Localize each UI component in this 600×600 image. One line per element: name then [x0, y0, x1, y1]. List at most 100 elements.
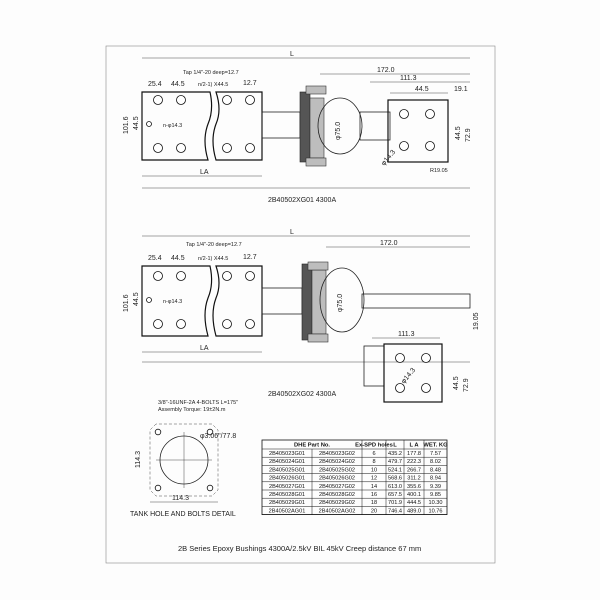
top-dim-44-5-left: 44.5: [171, 81, 185, 88]
table-cell: 2B405025G02: [319, 467, 355, 473]
table-cell: 613.0: [388, 484, 402, 490]
table-cell: 10: [371, 467, 377, 473]
table-cell: 2B405027G02: [319, 484, 355, 490]
table-cell: 311.2: [407, 476, 421, 482]
table-cell: 8.02: [430, 459, 441, 465]
table-cell: 479.7: [388, 459, 402, 465]
table-cell: 10.30: [429, 500, 443, 506]
mid-dim-19-05: 19.05: [473, 312, 480, 330]
table-cell: 2B405026G01: [269, 476, 305, 482]
table-cell: 222.3: [407, 459, 421, 465]
table-cell: 657.5: [388, 492, 402, 498]
table-cell: 14: [371, 484, 377, 490]
top-phi-14: φ14.3: [380, 149, 397, 167]
table-cell: 524.1: [388, 467, 402, 473]
top-holes-note: n/2-1) X44.5: [198, 82, 228, 88]
mid-dim-44-5-left: 44.5: [171, 255, 185, 262]
mid-n-phi: n-φ14.3: [163, 299, 182, 305]
table-cell: 2B405028G01: [269, 492, 305, 498]
table-cell: 435.2: [388, 451, 402, 457]
top-dim-L: L: [290, 51, 294, 58]
top-dim-44-5-r: 44.5: [455, 126, 462, 140]
top-dim-111: 111.3: [400, 75, 417, 82]
table-cell: 12: [371, 476, 377, 482]
top-model-label: 2B40502XG01 4300A: [268, 197, 336, 204]
table-cell: 6: [372, 451, 375, 457]
table-cell: 444.5: [407, 500, 421, 506]
top-phi-75: φ75.0: [335, 122, 342, 140]
middle-bushing-drawing: L 172.0 Tap 1/4"-20 deep=12.7 12.7 25.4 …: [123, 229, 480, 403]
table-cell: 2B405027G01: [269, 484, 305, 490]
mid-dim-25-4: 25.4: [148, 255, 162, 262]
mid-dim-44-5-v: 44.5: [133, 292, 140, 306]
table-cell: 746.4: [388, 508, 402, 514]
top-dim-LA: LA: [200, 169, 209, 176]
mid-dim-44-5-r: 44.5: [453, 376, 460, 390]
table-cell: 16: [371, 492, 377, 498]
table-cell: 8.48: [430, 467, 441, 473]
mid-dim-12-7: 12.7: [243, 254, 257, 261]
bushing-caption: 2B Series Epoxy Bushings 4300A/2.5kV BIL…: [178, 544, 421, 553]
table-cell: 489.0: [407, 508, 421, 514]
top-tap-note: Tap 1/4"-20 deep=12.7: [183, 70, 239, 76]
table-cell: 18: [371, 500, 377, 506]
top-dim-12-7: 12.7: [243, 80, 257, 87]
table-cell: 400.1: [407, 492, 421, 498]
table-cell: 2B405029G02: [319, 500, 355, 506]
table-cell: 266.7: [407, 467, 421, 473]
table-cell: 7.57: [430, 451, 441, 457]
table-cell: 9.39: [430, 484, 441, 490]
top-r19: R19.05: [430, 168, 448, 174]
table-header: L A: [409, 443, 419, 449]
table-cell: 8: [372, 459, 375, 465]
mid-phi-14: φ14.3: [400, 367, 417, 385]
table-cell: 2B405025G01: [269, 467, 305, 473]
tank-detail-title: TANK HOLE AND BOLTS DETAIL: [130, 511, 236, 518]
mid-dim-172: 172.0: [380, 240, 398, 247]
mid-tap-note: Tap 1/4"-20 deep=12.7: [186, 242, 242, 248]
top-bushing-drawing: L 172.0 111.3 44.5 19.1 Tap 1/4"-20 deep…: [123, 51, 472, 204]
tank-dim-114-h: 114.3: [172, 495, 189, 502]
mid-phi-75: φ75.0: [337, 294, 344, 312]
table-header: WET. KG: [423, 443, 448, 449]
top-dim-72-9: 72.9: [465, 128, 472, 142]
mid-dim-LA: LA: [200, 345, 209, 352]
tank-dim-114-v: 114.3: [135, 451, 142, 468]
mid-holes-note: n/2-1) X44.5: [198, 256, 228, 262]
top-dim-44-5-v: 44.5: [133, 116, 140, 130]
table-cell: 568.6: [388, 476, 402, 482]
top-dim-172: 172.0: [377, 67, 395, 74]
table-cell: 9.85: [430, 492, 441, 498]
table-cell: 2B405023G02: [319, 451, 355, 457]
table-cell: 8.94: [430, 476, 441, 482]
table-cell: 10.76: [429, 508, 443, 514]
tank-hole-detail: 3/8"-16UNF-2A 4-BOLTS L=175" Assembly To…: [130, 400, 238, 518]
table-cell: 2B405029G01: [269, 500, 305, 506]
table-cell: 20: [371, 508, 377, 514]
table-cell: 355.6: [407, 484, 421, 490]
mid-model-label: 2B40502XG02 4300A: [268, 391, 336, 398]
table-cell: 2B405026G02: [319, 476, 355, 482]
tank-bolt-note: 3/8"-16UNF-2A 4-BOLTS L=175": [158, 400, 238, 406]
table-header: Ex-SPD holes: [355, 443, 393, 449]
mid-dim-72-9: 72.9: [463, 378, 470, 392]
tank-phi: φ3.06"/77.8: [200, 433, 236, 440]
table-cell: 2B405023G01: [269, 451, 305, 457]
table-cell: 701.9: [388, 500, 402, 506]
table-cell: 177.8: [407, 451, 421, 457]
tank-torque-note: Assembly Torque: 19±2N.m: [158, 407, 226, 413]
table-cell: 2B405024G02: [319, 459, 355, 465]
table-cell: 2B405024G01: [269, 459, 305, 465]
mid-dim-111: 111.3: [398, 331, 415, 338]
table-header: DHE Part No.: [294, 443, 330, 449]
table-cell: 2B405028G02: [319, 492, 355, 498]
top-n-phi: n-φ14.3: [163, 123, 182, 129]
top-dim-44-5: 44.5: [415, 86, 429, 93]
top-dim-19: 19.1: [454, 86, 468, 93]
mid-dim-101-6: 101.6: [123, 294, 130, 312]
table-cell: 2B40502AG02: [319, 508, 356, 514]
mid-dim-L: L: [290, 229, 294, 236]
